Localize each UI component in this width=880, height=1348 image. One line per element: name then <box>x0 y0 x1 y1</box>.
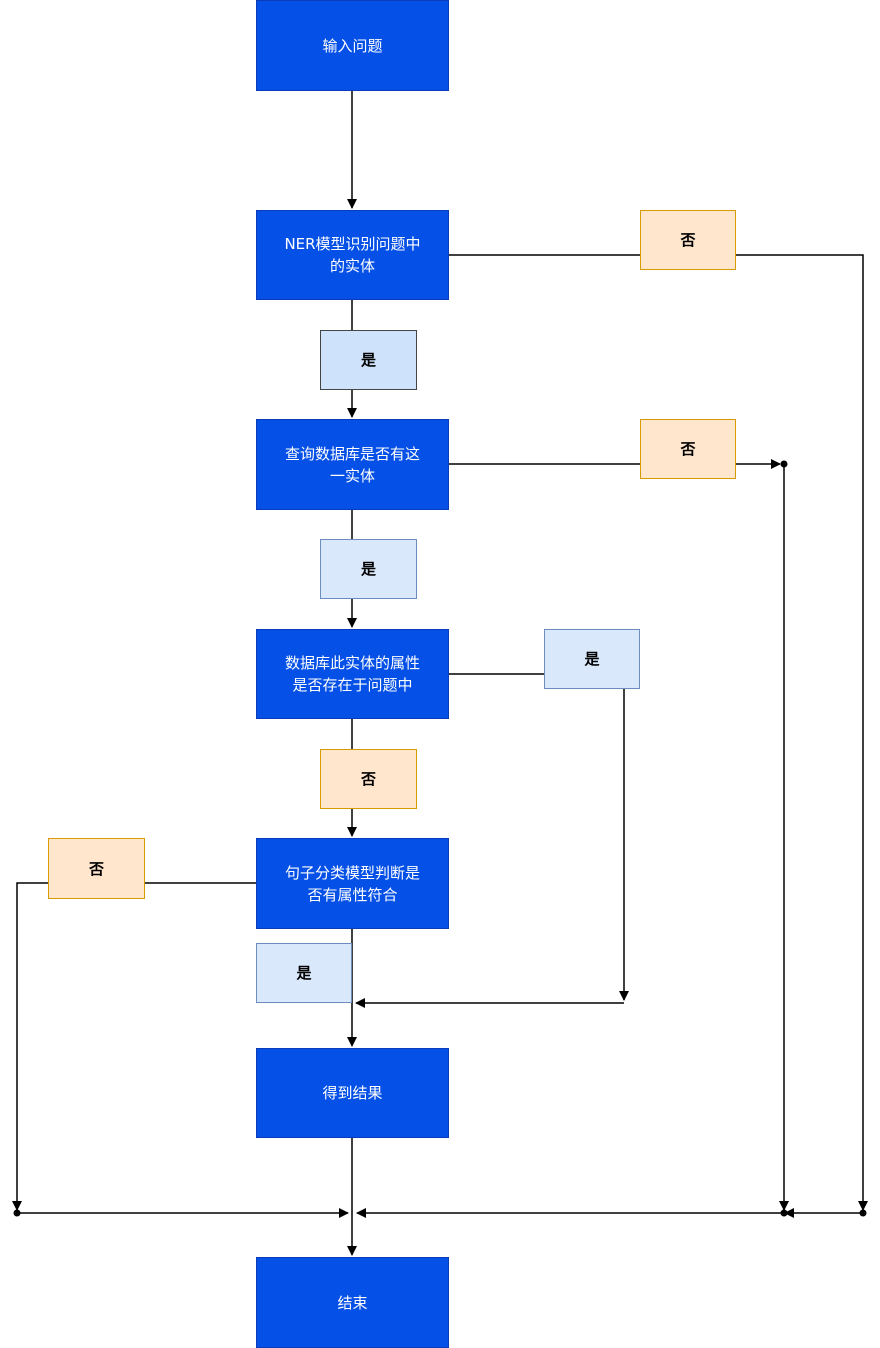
junction-dot <box>859 1209 867 1217</box>
label-no-classification: 否 <box>48 838 145 899</box>
node-input-question: 输入问题 <box>256 0 449 91</box>
label-yes-query: 是 <box>320 539 417 599</box>
edge-attr-yes <box>449 673 629 1001</box>
node-end: 结束 <box>256 1257 449 1348</box>
label-no-ner: 否 <box>640 210 736 270</box>
label-yes-classification: 是 <box>256 943 352 1003</box>
label-yes-attribute: 是 <box>544 629 640 689</box>
edge-ner-no <box>449 254 868 1211</box>
label-yes-ner: 是 <box>320 330 417 390</box>
node-query-database: 查询数据库是否有这 一实体 <box>256 419 449 510</box>
label-no-query: 否 <box>640 419 736 479</box>
edge-cls-no <box>12 882 256 1211</box>
node-get-result: 得到结果 <box>256 1048 449 1138</box>
node-ner-recognition: NER模型识别问题中 的实体 <box>256 210 449 300</box>
junction-dot <box>13 1209 21 1217</box>
node-attribute-check: 数据库此实体的属性 是否存在于问题中 <box>256 629 449 719</box>
junction-dot <box>780 460 788 468</box>
label-no-attribute: 否 <box>320 749 417 809</box>
node-sentence-classification: 句子分类模型判断是 否有属性符合 <box>256 838 449 929</box>
junction-dot <box>780 1209 788 1217</box>
